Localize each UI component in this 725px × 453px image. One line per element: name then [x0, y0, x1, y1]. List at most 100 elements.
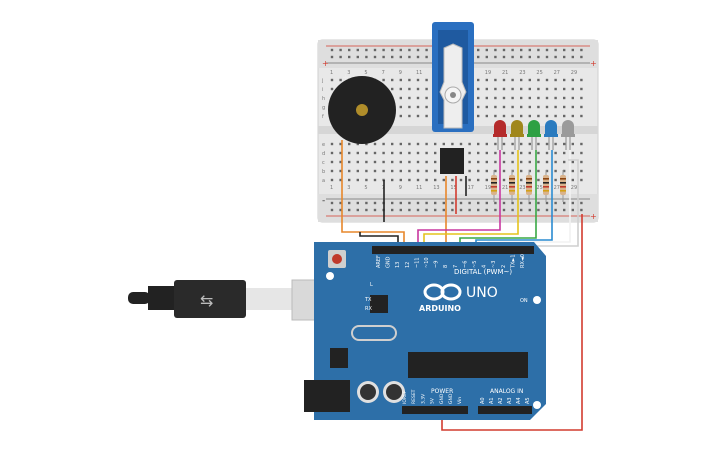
- column-number: 13: [433, 185, 439, 191]
- row-letter: d: [322, 151, 325, 157]
- tx-label: TX: [364, 297, 372, 303]
- power-pin-label: 3.3V: [420, 393, 426, 404]
- column-number: 7: [382, 185, 385, 191]
- column-number: 21: [502, 185, 508, 191]
- power-pin-label: GND: [448, 393, 454, 404]
- led-yellow[interactable]: [510, 120, 524, 150]
- power-pin-label: Vin: [457, 397, 463, 404]
- led-red[interactable]: [493, 120, 507, 150]
- svg-text:⇆: ⇆: [200, 291, 213, 310]
- power-label: POWER: [431, 388, 453, 395]
- digital-pin-label: 7: [453, 265, 459, 268]
- svg-text:+: +: [342, 73, 350, 83]
- column-number: 19: [485, 185, 491, 191]
- analog-pin-label: A5: [525, 397, 531, 404]
- analog-pin-label: A0: [480, 397, 486, 404]
- servo-motor[interactable]: [432, 22, 474, 174]
- row-letter: b: [322, 169, 325, 175]
- column-number: 21: [502, 70, 508, 76]
- resistor[interactable]: [491, 170, 497, 202]
- power-pin-label: IOREF: [402, 390, 408, 404]
- row-letter: f: [322, 114, 324, 120]
- wire-5v: [441, 214, 583, 431]
- analog-label: ANALOG IN: [490, 388, 523, 395]
- analog-pin-label: A4: [516, 397, 522, 404]
- digital-pin-label: GND: [386, 256, 392, 268]
- digital-pin-label: ~5: [472, 261, 478, 268]
- column-number: 29: [571, 70, 577, 76]
- column-number: 3: [347, 185, 350, 191]
- led-blue[interactable]: [544, 120, 558, 150]
- row-letter: g: [322, 105, 325, 111]
- column-number: 9: [399, 185, 402, 191]
- column-number: 7: [382, 70, 385, 76]
- resistor[interactable]: [526, 170, 532, 202]
- column-number: 3: [347, 70, 350, 76]
- resistor[interactable]: [509, 170, 515, 202]
- wire-buzzer-signal: [341, 140, 405, 248]
- arduino-brand: ARDUINO: [419, 304, 461, 313]
- row-letter: c: [322, 160, 325, 166]
- digital-pin-label: RX◄0: [520, 254, 526, 268]
- arduino-uno[interactable]: ARDUINO UNO DIGITAL (PWM~) POWER ANALOG …: [304, 242, 546, 420]
- column-number: 17: [468, 185, 474, 191]
- analog-pin-label: A2: [498, 397, 504, 404]
- column-number: 27: [554, 185, 560, 191]
- column-number: 5: [364, 185, 367, 191]
- column-number: 29: [571, 185, 577, 191]
- resistor[interactable]: [543, 170, 549, 202]
- rail-plus-label-bottom: +: [590, 212, 597, 221]
- resistor[interactable]: [560, 170, 566, 202]
- column-number: 25: [536, 185, 542, 191]
- column-number: 11: [416, 70, 422, 76]
- digital-pin-label: TX►1: [510, 254, 516, 269]
- led-row: [493, 120, 575, 150]
- led-white[interactable]: [561, 120, 575, 150]
- column-number: 23: [519, 70, 525, 76]
- row-letter: a: [322, 178, 325, 184]
- piezo-buzzer[interactable]: +: [328, 73, 396, 144]
- digital-pin-label: 4: [482, 265, 488, 268]
- digital-pin-label: AREF: [376, 255, 382, 268]
- digital-pin-label: ~3: [491, 261, 497, 268]
- rail-plus-label-right: +: [590, 59, 597, 68]
- column-number: 25: [536, 70, 542, 76]
- digital-pin-label: ~11: [414, 257, 420, 268]
- led-green[interactable]: [527, 120, 541, 150]
- resistor-row: [491, 170, 566, 202]
- analog-pin-label: A1: [489, 397, 495, 404]
- arduino-model: UNO: [466, 285, 498, 301]
- digital-pin-label: 13: [395, 262, 401, 268]
- row-letter: h: [322, 96, 325, 102]
- column-number: 11: [416, 185, 422, 191]
- analog-pin-label: A3: [507, 397, 513, 404]
- wire-led-red: [417, 150, 501, 248]
- column-number: 1: [330, 185, 333, 191]
- column-number: 9: [399, 70, 402, 76]
- on-label: ON: [520, 298, 528, 304]
- wire-led-yellow: [423, 150, 519, 248]
- rx-label: RX: [365, 306, 372, 312]
- power-pin-label: 5V: [430, 397, 436, 404]
- column-number: 15: [450, 185, 456, 191]
- rail-minus-label: -: [322, 196, 325, 206]
- digital-pin-label: ~6: [462, 261, 468, 268]
- row-letter: i: [322, 87, 323, 93]
- column-number: 5: [364, 70, 367, 76]
- column-number: 1: [330, 70, 333, 76]
- digital-pin-label: 2: [501, 265, 507, 268]
- rail-plus-label: +: [322, 59, 329, 68]
- column-number: 23: [519, 185, 525, 191]
- column-number: 27: [554, 70, 560, 76]
- column-number: 19: [485, 70, 491, 76]
- power-pin-label: GND: [439, 393, 445, 404]
- l-label: L: [370, 282, 373, 288]
- row-letter: j: [321, 78, 323, 84]
- digital-pin-label: 12: [405, 262, 411, 268]
- digital-pin-label: ~9: [434, 261, 440, 268]
- digital-pin-label: 8: [443, 265, 449, 268]
